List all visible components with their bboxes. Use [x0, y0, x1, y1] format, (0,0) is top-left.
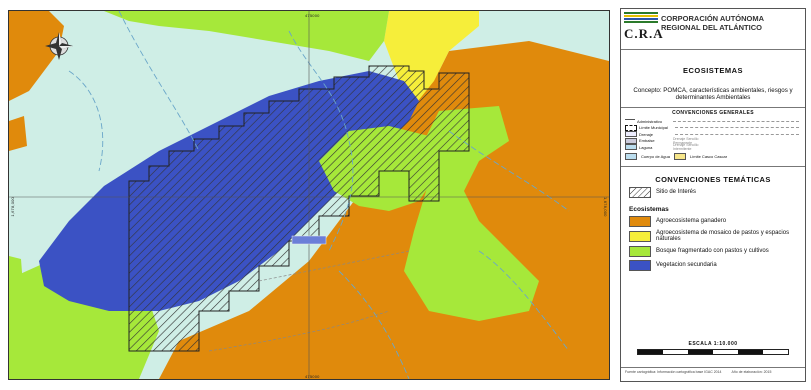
- secondary-swatch: [629, 259, 651, 271]
- conv-row-line: [673, 120, 799, 122]
- legend-item-mosaic: Agroecosistema de mosaico de pastos y es…: [629, 230, 799, 243]
- coord-label-left: 1,678,000: [10, 197, 15, 217]
- coord-label-top: 475000: [305, 13, 320, 18]
- logo-stripes-icon: [624, 12, 658, 26]
- forest-region-top: [104, 11, 389, 61]
- hatch-swatch-icon: [629, 186, 651, 198]
- drain-perm-label: Drenaje Sencillo Permanente: [673, 136, 699, 145]
- municipal-limit-icon: [625, 124, 637, 131]
- conv-row-line: [675, 127, 799, 129]
- road-lines: [208, 250, 410, 352]
- scale-label: ESCALA 1:10.000: [688, 341, 738, 347]
- scale-block: ESCALA 1:10.000: [621, 341, 805, 355]
- legend-header: C.R.A CORPORACIÓN AUTÓNOMA REGIONAL DEL …: [621, 9, 805, 50]
- drainage-icon: [625, 131, 637, 138]
- agro-swatch: [629, 215, 651, 227]
- section-divider: [621, 165, 805, 167]
- water-body-label: Cuerpo de Agua: [641, 153, 670, 159]
- thematic-conventions-title: CONVENCIONES TEMÁTICAS: [655, 174, 771, 184]
- conv-row-label: Laguna: [639, 144, 653, 150]
- site-of-interest-area: [128, 65, 470, 352]
- legend-item-site: Sitio de Interés: [629, 186, 799, 198]
- coord-label-right: 1,678,000: [603, 197, 608, 217]
- org-name-line1: CORPORACIÓN AUTÓNOMA: [661, 14, 765, 23]
- map-canvas[interactable]: [9, 11, 609, 379]
- lagoon-icon: [625, 144, 637, 151]
- map-frame[interactable]: 475000 475000 1,678,000 1,678,000: [8, 10, 610, 380]
- water-body-icon: [625, 152, 637, 160]
- legend-concept: Concepto: POMCA, características ambient…: [633, 87, 793, 101]
- org-name: CORPORACIÓN AUTÓNOMA REGIONAL DEL ATLÁNT…: [661, 14, 806, 32]
- conv-row: Laguna Drenaje Sencillo Intermitente: [625, 143, 801, 152]
- compass-rose-icon: [45, 32, 73, 60]
- ecosystems-heading: Ecosistemas: [629, 205, 669, 213]
- general-conventions-title: CONVENCIONES GENERALES: [672, 110, 754, 116]
- reservoir-icon: [625, 137, 637, 144]
- drain-inter-label: Drenaje Sencillo Intermitente: [673, 143, 699, 152]
- legend-item-forest: Bosque fragmentado con pastos y cultivos: [629, 245, 799, 257]
- town-label: Límite Casco Cascar: [689, 153, 728, 159]
- conv-row-label: Límite Municipal: [639, 125, 668, 131]
- section-divider: [621, 107, 805, 108]
- coord-label-bottom: 475000: [305, 374, 320, 379]
- legend-panel: C.R.A CORPORACIÓN AUTÓNOMA REGIONAL DEL …: [620, 8, 806, 382]
- agro-region-left-edge: [9, 116, 27, 151]
- logo-text: C.R.A: [624, 26, 664, 41]
- legend-item-label: Sitio de Interés: [656, 188, 697, 195]
- general-conventions-table: Administrativo Límite Municipal Drenaje …: [625, 118, 801, 151]
- org-name-line2: REGIONAL DEL ATLÁNTICO: [661, 23, 762, 32]
- legend-item-label: Agroecosistema de mosaico de pastos y es…: [656, 229, 790, 243]
- footer-year: Año de elaboración: 2015: [731, 370, 772, 374]
- forest-region-edge: [9, 256, 23, 291]
- legend-item-secondary: Vegetacion secundaria: [629, 259, 799, 271]
- place-label-box: [291, 235, 327, 245]
- conv-row: Embalse Drenaje Sencillo Permanente: [625, 136, 801, 145]
- conv-row-line: [675, 133, 799, 135]
- scale-bar: [637, 349, 789, 355]
- drainage-lines: [68, 11, 570, 379]
- legend-footer: Fuente cartográfica: Información cartogr…: [621, 367, 805, 381]
- legend-item-label: Agroecosistema ganadero: [656, 217, 727, 224]
- conv-row-label: Embalse: [639, 138, 655, 144]
- conv-row-label: Administrativo: [637, 118, 663, 124]
- agro-region-topleft: [9, 11, 64, 101]
- town-icon: [673, 152, 686, 160]
- mosaic-swatch: [629, 230, 651, 242]
- conv-row: Administrativo: [625, 118, 801, 125]
- admin-line-icon: [625, 118, 635, 124]
- legend-item-label: Vegetacion secundaria: [656, 261, 717, 268]
- conv-row: Drenaje: [625, 131, 801, 138]
- conv-bottom-row: Cuerpo de Agua Límite Casco Cascar: [625, 152, 801, 160]
- legend-item-label: Bosque fragmentado con pastos y cultivos: [656, 247, 769, 254]
- legend-item-agro: Agroecosistema ganadero: [629, 215, 799, 227]
- conv-row-label: Drenaje: [639, 131, 654, 137]
- forest-swatch: [629, 245, 651, 257]
- conv-row: Límite Municipal: [625, 124, 801, 132]
- footer-source: Fuente cartográfica: Información cartogr…: [625, 370, 722, 374]
- legend-title: ECOSISTEMAS: [682, 66, 744, 75]
